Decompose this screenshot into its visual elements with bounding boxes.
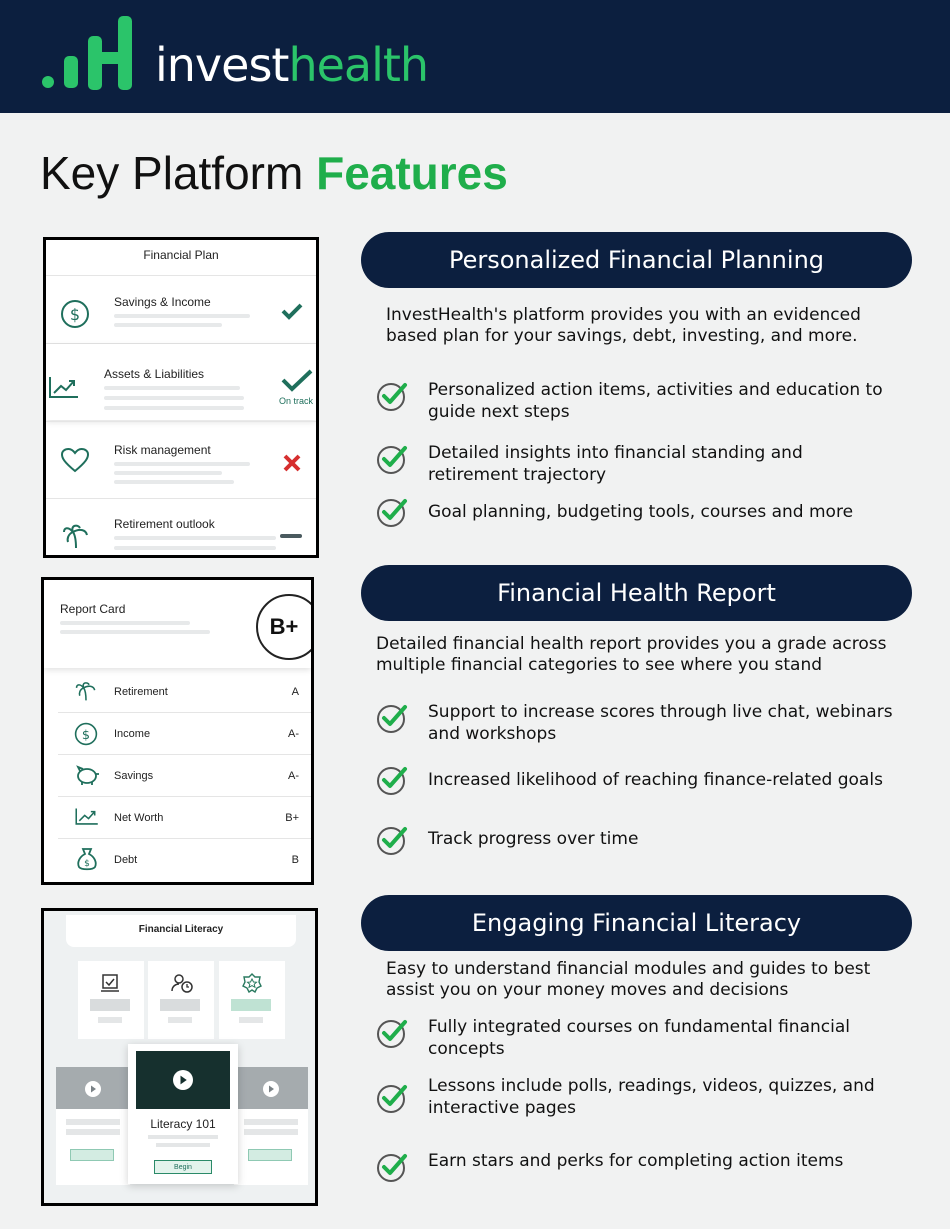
report-card-title: Report Card	[60, 602, 126, 616]
report-card: Report Card B+ Retirement A $ Income A- …	[41, 577, 314, 885]
check-circle-icon	[377, 767, 407, 795]
trend-up-icon	[75, 808, 98, 825]
check-icon	[281, 369, 313, 392]
check-circle-icon	[377, 383, 407, 411]
check-icon	[281, 303, 303, 320]
plan-row-label: Risk management	[114, 443, 211, 457]
check-circle-icon	[377, 446, 407, 474]
section-intro: InvestHealth's platform provides you wit…	[386, 305, 861, 346]
badge-icon	[242, 973, 262, 993]
check-circle-icon	[377, 1020, 407, 1048]
section-intro: Detailed financial health report provide…	[376, 634, 887, 675]
section-intro: Easy to understand financial modules and…	[386, 959, 871, 1000]
dollar-circle-icon: $	[74, 722, 98, 746]
report-row-label: Income	[114, 728, 151, 740]
play-icon	[263, 1081, 279, 1097]
plan-row-label: Retirement outlook	[114, 517, 215, 531]
check-circle-icon	[377, 499, 407, 527]
report-row-grade: A-	[288, 770, 299, 782]
plan-row-label: Assets & Liabilities	[104, 367, 205, 381]
x-icon	[283, 454, 301, 472]
palm-tree-icon	[75, 682, 96, 701]
heart-icon	[60, 447, 90, 473]
report-row-label: Net Worth	[114, 812, 164, 824]
svg-text:$: $	[84, 859, 90, 869]
status-text: On track	[279, 396, 314, 406]
svg-text:$: $	[82, 728, 90, 743]
page-title: Key Platform Features	[40, 147, 508, 199]
financial-plan-card: Financial Plan $ Savings & Income Assets…	[43, 237, 319, 558]
overall-grade-badge: B+	[256, 594, 311, 660]
dash-icon	[280, 534, 302, 538]
check-circle-icon	[377, 705, 407, 733]
piggy-bank-icon	[76, 765, 99, 785]
check-circle-icon	[377, 827, 407, 855]
brand-logo: investhealth	[155, 38, 429, 92]
report-row-grade: A-	[288, 728, 299, 740]
play-icon	[85, 1081, 101, 1097]
dollar-circle-icon: $	[61, 300, 89, 328]
money-bag-icon: $	[77, 848, 97, 871]
logo-bars-icon	[42, 16, 132, 90]
report-row-label: Savings	[114, 770, 154, 782]
svg-text:$: $	[70, 305, 80, 324]
report-row-grade: A	[291, 686, 299, 698]
section-heading: Engaging Financial Literacy	[361, 895, 912, 951]
plan-row-label: Savings & Income	[114, 295, 211, 309]
section-heading: Financial Health Report	[361, 565, 912, 621]
card-title: Financial Plan	[143, 248, 219, 262]
report-row-grade: B	[291, 854, 299, 866]
header-banner: investhealth	[0, 0, 950, 113]
check-circle-icon	[377, 1085, 407, 1113]
trend-up-icon	[49, 377, 78, 398]
report-row-label: Debt	[114, 854, 138, 866]
report-row-label: Retirement	[114, 686, 168, 698]
palm-tree-icon	[63, 524, 88, 549]
financial-literacy-card: Financial Literacy Literacy 101 Begin	[41, 908, 318, 1206]
checklist-icon	[101, 974, 119, 992]
overall-grade: B+	[269, 614, 299, 639]
play-icon	[173, 1070, 193, 1090]
course-title: Literacy 101	[150, 1117, 216, 1131]
check-circle-icon	[377, 1154, 407, 1182]
begin-button[interactable]: Begin	[154, 1160, 212, 1174]
user-clock-icon	[171, 974, 193, 993]
literacy-card-title: Financial Literacy	[138, 924, 224, 935]
report-row-grade: B+	[285, 812, 299, 824]
section-heading: Personalized Financial Planning	[361, 232, 912, 288]
